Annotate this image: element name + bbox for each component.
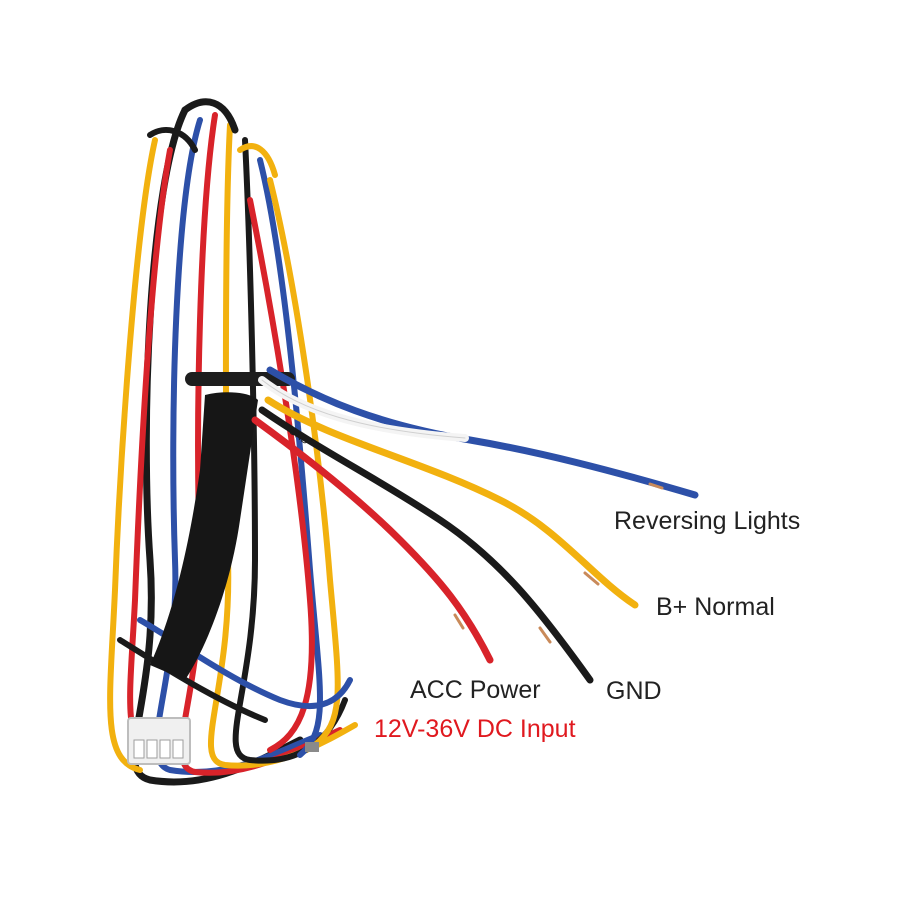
coil-loop: [147, 127, 198, 153]
b-plus-normal-label: B+ Normal: [656, 593, 775, 621]
coil-loop: [237, 143, 278, 178]
coil-loop: [247, 197, 315, 753]
coil-loop: [232, 137, 348, 764]
coil-loop: [257, 157, 323, 758]
copper-tip: [648, 482, 664, 490]
black-wire-lead: [258, 406, 594, 684]
coil-loop: [117, 637, 268, 723]
yellow-wire-lead: [264, 396, 639, 609]
reversing-lights-label: Reversing Lights: [614, 507, 801, 535]
white-wire-outline: [261, 379, 466, 439]
black-tape-sleeve: [150, 392, 258, 680]
gnd-label: GND: [606, 677, 662, 705]
copper-tips: [453, 482, 664, 644]
wire-leads: [251, 366, 699, 684]
white-4-pin-connector: [127, 717, 191, 765]
copper-tip: [538, 626, 552, 644]
copper-tip: [453, 613, 465, 630]
harness-coil: [107, 98, 358, 786]
dc-input-label: 12V-36V DC Input: [374, 715, 576, 743]
red-wire-lead: [251, 416, 494, 664]
metal-terminal: [305, 742, 319, 752]
blue-wire-lead: [266, 366, 699, 499]
coil-loop: [181, 98, 239, 134]
coil-loop: [267, 177, 341, 748]
acc-power-label: ACC Power: [410, 676, 541, 704]
copper-tip: [583, 571, 600, 586]
coil-loop: [107, 137, 158, 773]
